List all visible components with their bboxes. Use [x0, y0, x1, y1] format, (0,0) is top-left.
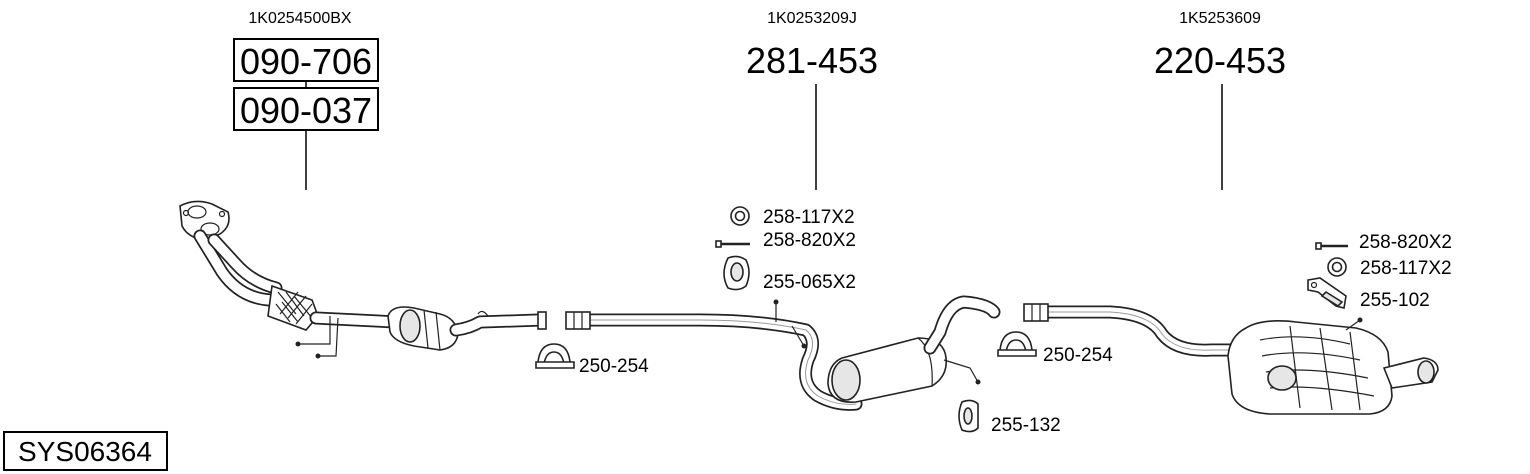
fitting-bolt-mid[interactable]: 258-820X2 [715, 230, 856, 251]
fitting-label-gasket-rear: 258-117X2 [1360, 258, 1452, 279]
fitting-gasket-rear[interactable]: 258-117X2 [1327, 257, 1452, 279]
fitting-label-clamp-front: 250-254 [579, 356, 649, 377]
catalytic-converter [387, 306, 459, 351]
fitting-clamp-rear[interactable]: 250-254 [997, 331, 1113, 366]
fitting-gasket-mid[interactable]: 258-117X2 [730, 206, 855, 228]
system-id: SYS06364 [18, 436, 152, 467]
fitting-mount-mid[interactable]: 255-065X2 [723, 255, 856, 293]
fitting-label-mount-mid: 255-065X2 [763, 272, 856, 293]
fitting-label-mount-box: 255-132 [991, 415, 1061, 436]
part-number-front-secondary: 090-037 [240, 90, 372, 131]
front-pipe-assembly[interactable] [179, 200, 547, 359]
part-box-front-primary[interactable]: 090-706 [233, 38, 379, 82]
fitting-bolt-rear[interactable]: 258-820X2 [1315, 232, 1452, 253]
fitting-label-bolt-mid: 258-820X2 [763, 230, 856, 251]
oe-number-front: 1K0254500BX [248, 10, 352, 27]
part-number-rear[interactable]: 220-453 [1154, 40, 1286, 81]
fitting-label-bracket-rear: 255-102 [1360, 290, 1430, 311]
fitting-label-gasket-mid: 258-117X2 [763, 207, 855, 228]
fitting-bracket-rear[interactable]: 255-102 [1307, 277, 1430, 311]
fitting-clamp-front[interactable]: 250-254 [535, 343, 649, 377]
fitting-label-bolt-rear: 258-820X2 [1359, 232, 1452, 253]
rear-silencer-box [1227, 320, 1393, 415]
middle-silencer-assembly[interactable] [565, 295, 1001, 411]
middle-silencer-box [827, 337, 948, 403]
part-number-middle[interactable]: 281-453 [746, 40, 878, 81]
flex-bellows [267, 284, 319, 331]
system-id-box: SYS06364 [3, 431, 168, 471]
fitting-label-clamp-rear: 250-254 [1043, 345, 1113, 366]
oe-number-middle: 1K0253209J [767, 10, 857, 27]
part-box-front-secondary[interactable]: 090-037 [233, 87, 379, 131]
manifold-flange [179, 200, 230, 241]
fitting-mount-box[interactable]: 255-132 [958, 399, 1061, 436]
oe-number-rear: 1K5253609 [1179, 10, 1261, 27]
rear-silencer-assembly[interactable] [1023, 303, 1439, 415]
part-number-front-primary: 090-706 [240, 41, 372, 82]
